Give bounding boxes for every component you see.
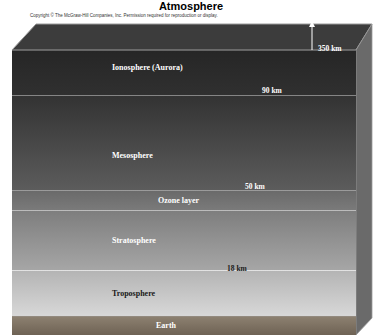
ozone-band: Ozone layer: [12, 190, 356, 210]
layer-name: Mesosphere: [112, 151, 153, 160]
side-face: [356, 24, 372, 335]
stratosphere-band: Stratosphere: [12, 210, 356, 270]
height-label: 350 km: [318, 44, 342, 53]
layer-name: Earth: [156, 321, 176, 330]
ionosphere-band: Ionosphere (Aurora): [12, 50, 356, 95]
layer-name: Stratosphere: [112, 236, 156, 245]
layer-name: Ionosphere (Aurora): [112, 63, 183, 72]
earth-band: Earth: [12, 316, 356, 335]
height-label: 50 km: [245, 182, 265, 191]
copyright-note: Copyright © The McGraw-Hill Companies, I…: [30, 13, 218, 18]
height-label: 18 km: [227, 264, 247, 273]
layer-name: Troposphere: [112, 289, 155, 298]
troposphere-band: Troposphere: [12, 270, 356, 316]
layer-name: Ozone layer: [158, 196, 199, 205]
height-label: 90 km: [262, 86, 282, 95]
title: Atmosphere: [0, 0, 382, 12]
mesosphere-band: Mesosphere: [12, 95, 356, 190]
